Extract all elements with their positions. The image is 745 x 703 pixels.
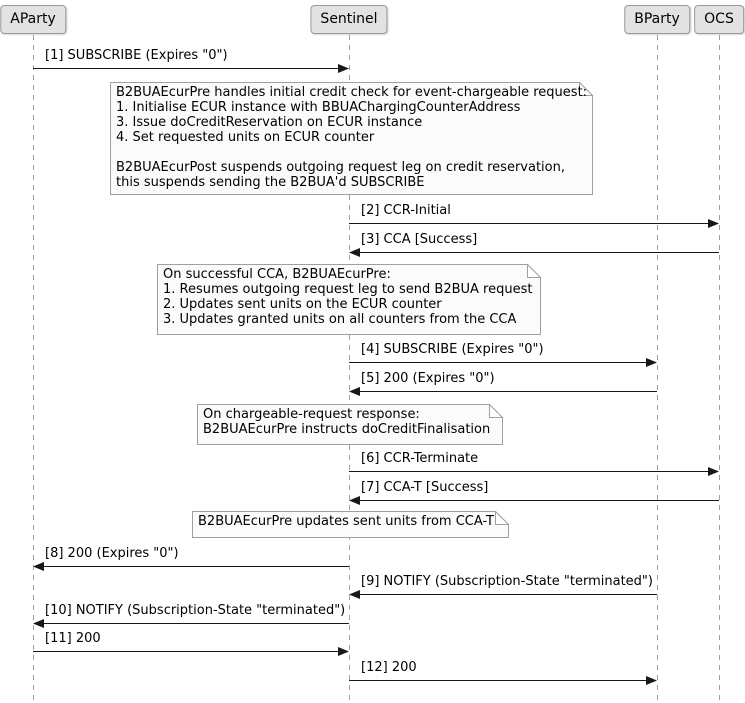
message-label-10: [10] NOTIFY (Subscription-State "termina… bbox=[45, 603, 346, 618]
note-text-line: On successful CCA, B2BUAEcurPre: bbox=[163, 267, 391, 282]
message-label-9: [9] NOTIFY (Subscription-State "terminat… bbox=[361, 574, 653, 589]
note-text-line: 4. Set requested units on ECUR counter bbox=[116, 130, 375, 145]
note-text-line: On chargeable-request response: bbox=[203, 407, 420, 422]
note-text-line: B2BUAEcurPre handles initial credit chec… bbox=[116, 85, 588, 100]
note-text-line: B2BUAEcurPre instructs doCreditFinalisat… bbox=[203, 422, 491, 437]
note-text: B2BUAEcurPre handles initial credit chec… bbox=[110, 82, 592, 194]
message-label-12: [12] 200 bbox=[361, 660, 417, 675]
participant-label: AParty bbox=[10, 11, 56, 27]
note-fold-corner-icon bbox=[495, 510, 510, 525]
note-box bbox=[197, 404, 503, 445]
note-shapes bbox=[110, 81, 594, 538]
note-box bbox=[192, 511, 509, 538]
note-text-line: 1. Initialise ECUR instance with BBUACha… bbox=[116, 100, 521, 115]
note-text: On successful CCA, B2BUAEcurPre:1. Resum… bbox=[157, 264, 540, 334]
message-label-4: [4] SUBSCRIBE (Expires "0") bbox=[361, 342, 544, 357]
note-box bbox=[110, 82, 593, 195]
participant-label: Sentinel bbox=[320, 11, 378, 27]
message-label-1: [1] SUBSCRIBE (Expires "0") bbox=[45, 48, 228, 63]
note-fold-corner-icon bbox=[527, 263, 542, 278]
note-text-line: 3. Issue doCreditReservation on ECUR ins… bbox=[116, 115, 423, 130]
note-box bbox=[157, 264, 541, 335]
note-text: On chargeable-request response:B2BUAEcur… bbox=[197, 404, 502, 444]
message-arrows bbox=[33, 64, 719, 685]
note-fold-corner-icon bbox=[489, 403, 504, 418]
message-label-5: [5] 200 (Expires "0") bbox=[361, 371, 495, 386]
note-text: B2BUAEcurPre updates sent units from CCA… bbox=[192, 511, 508, 537]
note-text-line: this suspends sending the B2BUA'd SUBSCR… bbox=[116, 175, 425, 190]
note-text-line: 3. Updates granted units on all counters… bbox=[163, 312, 517, 327]
message-label-11: [11] 200 bbox=[45, 631, 101, 646]
message-label-3: [3] CCA [Success] bbox=[361, 232, 478, 247]
participant-box-aparty: AParty bbox=[0, 5, 66, 34]
note-text-line: B2BUAEcurPost suspends outgoing request … bbox=[116, 160, 565, 175]
note-text-line: B2BUAEcurPre updates sent units from CCA… bbox=[198, 514, 494, 529]
participant-box-ocs: OCS bbox=[694, 5, 744, 34]
message-label-8: [8] 200 (Expires "0") bbox=[45, 546, 179, 561]
note-text-line: 2. Updates sent units on the ECUR counte… bbox=[163, 297, 442, 312]
message-label-7: [7] CCA-T [Success] bbox=[361, 480, 489, 495]
participant-box-sentinel: Sentinel bbox=[310, 5, 388, 34]
participant-box-bparty: BParty bbox=[624, 5, 690, 34]
participant-label: OCS bbox=[704, 11, 734, 27]
message-label-2: [2] CCR-Initial bbox=[361, 203, 451, 218]
note-text-line bbox=[116, 145, 592, 160]
note-text-line: 1. Resumes outgoing request leg to send … bbox=[163, 282, 533, 297]
note-fold-corner-icon bbox=[579, 81, 594, 96]
message-label-6: [6] CCR-Terminate bbox=[361, 451, 479, 466]
participant-label: BParty bbox=[634, 11, 680, 27]
